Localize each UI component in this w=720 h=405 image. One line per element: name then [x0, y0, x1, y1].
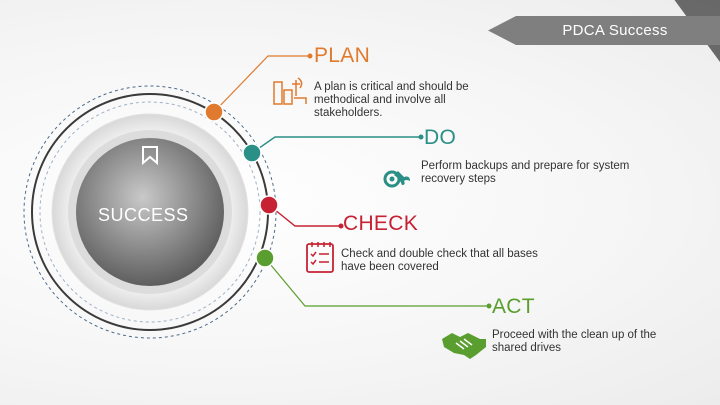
inner-dashed-ring — [39, 101, 261, 323]
plan-title: PLAN — [314, 44, 371, 67]
act-title: ACT — [492, 295, 535, 318]
disc-center — [76, 138, 224, 286]
plan-node — [204, 102, 224, 122]
bookmark-icon — [142, 146, 158, 166]
planning-tools-icon — [273, 77, 307, 105]
handshake-icon — [442, 333, 486, 359]
plan-desc: A plan is critical and should be methodi… — [314, 81, 469, 119]
outer-dashed-ring — [23, 85, 277, 339]
header-tab — [488, 16, 720, 45]
check-title: CHECK — [343, 212, 419, 235]
do-desc: Perform backups and prepare for system r… — [421, 160, 630, 185]
act-connector — [264, 257, 488, 307]
do-connector — [251, 136, 420, 154]
act-desc: Proceed with the clean up of the shared … — [492, 329, 657, 354]
check-desc: Check and double check that all bases ha… — [341, 248, 538, 273]
check-node — [259, 195, 279, 215]
center-label: SUCCESS — [98, 205, 189, 225]
act-node — [255, 248, 275, 268]
check-connector — [268, 204, 340, 227]
checklist-icon — [306, 242, 334, 273]
header-title: PDCA Success — [562, 22, 668, 39]
do-node — [242, 143, 262, 163]
wrench-gear-icon — [383, 159, 410, 188]
do-title: DO — [424, 126, 457, 149]
plan-connector — [213, 55, 308, 113]
